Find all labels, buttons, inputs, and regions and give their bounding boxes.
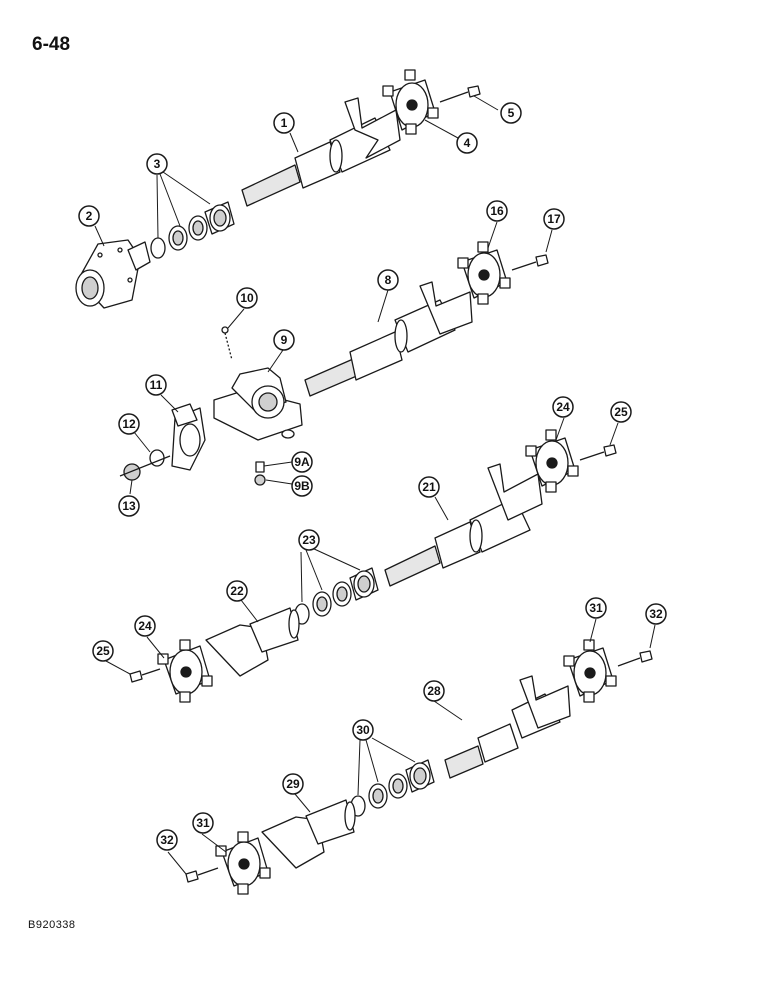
bolt-part-2	[511, 254, 549, 271]
callout-label: 28	[427, 684, 441, 698]
callout-label: 1	[281, 116, 288, 130]
callout-label: 31	[196, 816, 210, 830]
callout-30: 30	[352, 719, 374, 741]
cross-kit-part-4	[157, 639, 213, 703]
callouts: 1 2 3 4 5 8 9 9A 9B 10 11 12 13 16 17 21…	[78, 102, 667, 851]
cross-kit-part-3	[525, 429, 579, 493]
callout-32-b: 32	[156, 829, 178, 851]
callout-23: 23	[298, 529, 320, 551]
intermediate-shaft-part	[304, 281, 473, 397]
drive-shaft-part-3	[384, 463, 543, 587]
callout-22: 22	[226, 580, 248, 602]
callout-8: 8	[377, 269, 399, 291]
callout-label: 25	[96, 644, 110, 658]
callout-label: 12	[122, 417, 136, 431]
callout-31-b: 31	[192, 812, 214, 834]
yoke-nut-part	[119, 403, 206, 481]
bolt-part	[439, 85, 481, 103]
callout-label: 30	[356, 723, 370, 737]
callout-label: 9	[281, 333, 288, 347]
hub-flange-part	[75, 239, 151, 309]
callout-label: 8	[385, 273, 392, 287]
callout-label: 17	[547, 212, 561, 226]
callout-28: 28	[423, 680, 445, 702]
callout-label: 24	[556, 400, 570, 414]
callout-label: 4	[464, 136, 471, 150]
bolt-part-3	[579, 444, 617, 461]
callout-leaders	[94, 95, 656, 875]
bolt-part-4	[129, 668, 161, 683]
callout-label: 32	[160, 833, 174, 847]
bearing-set-part	[150, 201, 235, 259]
callout-24: 24	[552, 396, 574, 418]
callout-label: 9A	[294, 455, 310, 469]
callout-16: 16	[486, 200, 508, 222]
callout-label: 23	[302, 533, 316, 547]
callout-label: 24	[138, 619, 152, 633]
drive-shaft-part-4	[444, 675, 571, 779]
callout-9a: 9A	[291, 451, 313, 473]
callout-label: 5	[508, 106, 515, 120]
callout-25-b: 25	[92, 640, 114, 662]
bolt-part-5	[617, 650, 653, 667]
callout-label: 13	[122, 499, 136, 513]
bearing-set-part-3	[294, 567, 379, 625]
callout-13: 13	[118, 495, 140, 517]
callout-label: 11	[150, 378, 163, 392]
callout-label: 22	[230, 584, 244, 598]
callout-11: 11	[145, 374, 167, 396]
callout-10: 10	[236, 287, 258, 309]
callout-label: 2	[86, 209, 93, 223]
bearing-set-part-4	[350, 759, 435, 817]
figure-code: B920338	[28, 919, 76, 931]
cross-kit-part-2	[457, 241, 511, 305]
assembly-3	[129, 429, 617, 703]
callout-label: 32	[649, 607, 663, 621]
assembly-4	[185, 639, 653, 895]
callout-21: 21	[418, 476, 440, 498]
cross-kit-part-5	[563, 639, 617, 703]
callout-9: 9	[273, 329, 295, 351]
callout-1: 1	[273, 112, 295, 134]
callout-2: 2	[78, 205, 100, 227]
callout-5: 5	[500, 102, 522, 124]
callout-24-b: 24	[134, 615, 156, 637]
callout-29: 29	[282, 773, 304, 795]
callout-17: 17	[543, 208, 565, 230]
assembly-2	[119, 241, 549, 486]
callout-9b: 9B	[291, 475, 313, 497]
cross-kit-part	[382, 69, 439, 135]
page-number: 6-48	[32, 34, 71, 55]
stub-shaft-part-2	[261, 799, 356, 869]
callout-label: 10	[240, 291, 254, 305]
yoke-part	[344, 97, 401, 159]
callout-32: 32	[645, 603, 667, 625]
callout-31: 31	[585, 597, 607, 619]
callout-label: 31	[589, 601, 603, 615]
callout-12: 12	[118, 413, 140, 435]
callout-25: 25	[610, 401, 632, 423]
callout-label: 21	[422, 480, 436, 494]
stub-shaft-part	[205, 607, 300, 677]
callout-4: 4	[456, 132, 478, 154]
callout-label: 29	[286, 777, 300, 791]
center-bearing-part	[213, 367, 303, 441]
callout-label: 3	[154, 157, 161, 171]
callout-label: 25	[614, 405, 628, 419]
assembly-1	[75, 69, 481, 309]
callout-label: 9B	[294, 479, 310, 493]
callout-3: 3	[146, 153, 168, 175]
bolt-part-6	[185, 867, 219, 883]
callout-label: 16	[490, 204, 504, 218]
grease-fitting-part	[221, 326, 266, 486]
cross-kit-part-6	[215, 831, 271, 895]
